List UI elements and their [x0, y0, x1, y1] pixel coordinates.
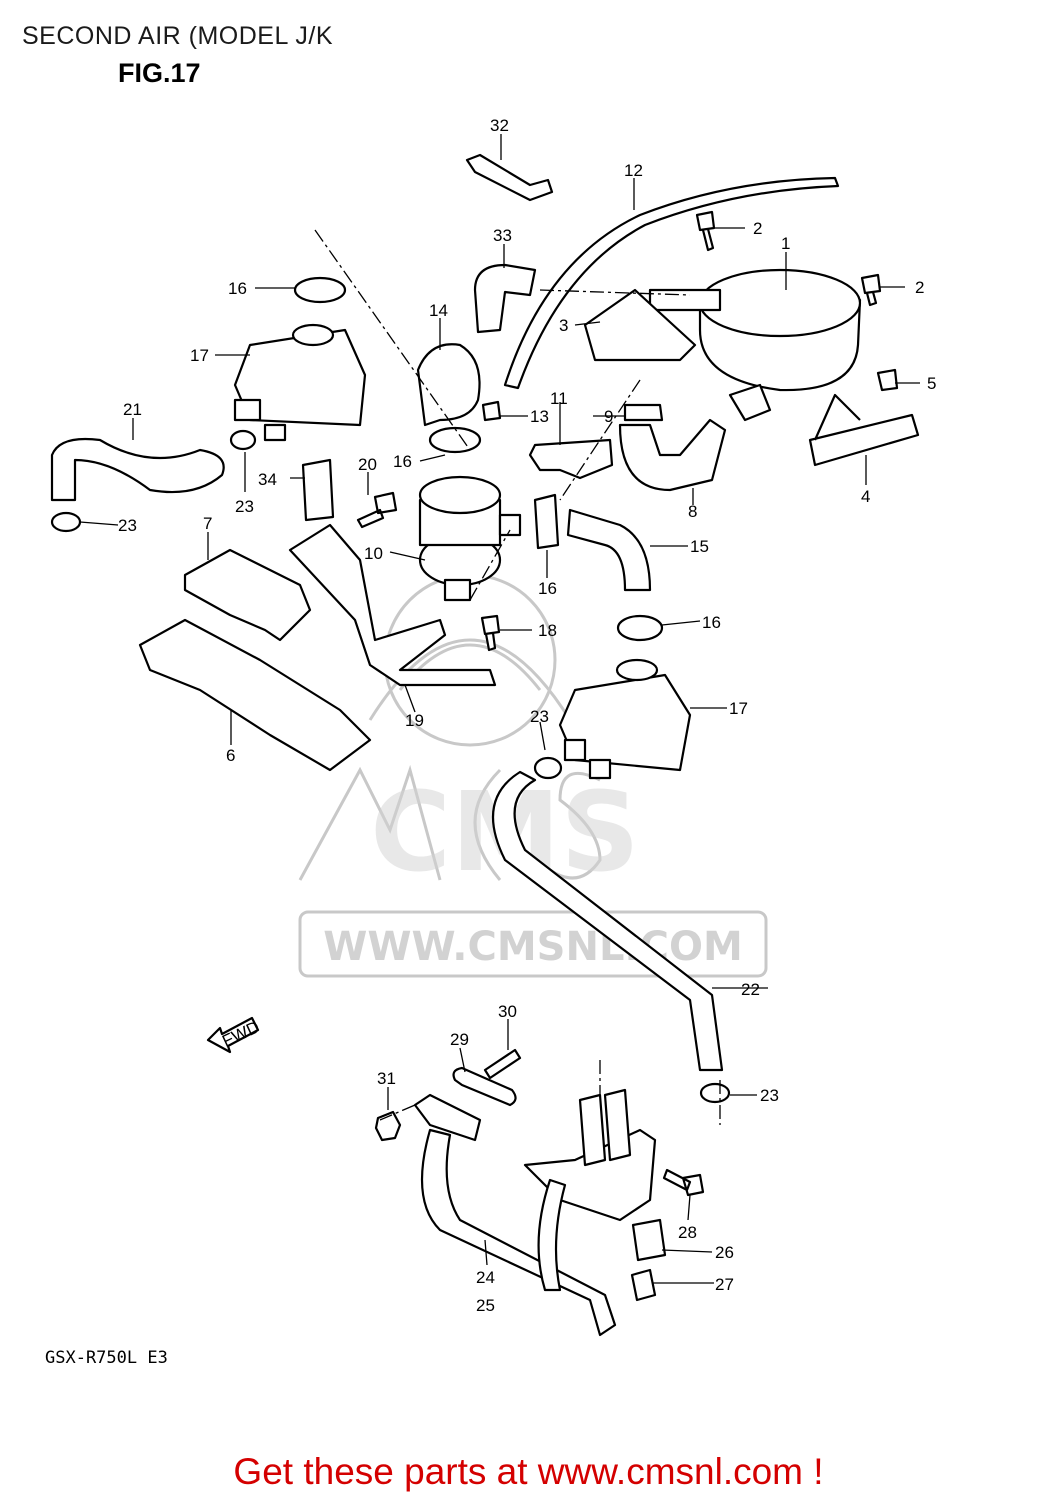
callout-26: 26 [715, 1243, 734, 1262]
callout-16: 16 [393, 452, 412, 471]
callout-3: 3 [559, 316, 568, 335]
part-10-control-valve [418, 475, 522, 602]
callout-labels: 32 12 2 33 1 2 16 3 14 17 5 11 21 9 13 1… [118, 116, 936, 1315]
fwd-label: FWD [219, 1017, 262, 1051]
buy-parts-link[interactable]: Get these parts at www.cmsnl.com ! [233, 1451, 824, 1492]
callout-24: 24 [476, 1268, 495, 1287]
part-15-hose [566, 508, 652, 592]
part-23-clamp-b [229, 429, 257, 451]
callout-34: 34 [258, 470, 277, 489]
part-2-bolt-b [860, 273, 882, 307]
part-2-bolt-a [695, 210, 716, 252]
part-33-elbow [473, 263, 537, 334]
part-16-clamp-a [293, 276, 347, 304]
callout-13: 13 [530, 407, 549, 426]
part-34-label [301, 458, 335, 522]
callout-23: 23 [760, 1086, 779, 1105]
part-16-clamp-c [616, 614, 664, 642]
callout-17: 17 [190, 346, 209, 365]
callout-29: 29 [450, 1030, 469, 1049]
callout-14: 14 [429, 301, 448, 320]
callout-23: 23 [530, 707, 549, 726]
part-19-bracket [288, 523, 497, 687]
watermark-url: WWW.CMSNL.COM [323, 924, 743, 970]
callout-1: 1 [781, 234, 790, 253]
fwd-arrow: FWD [206, 1016, 262, 1054]
callout-17: 17 [729, 699, 748, 718]
part-23-clamp-d [699, 1082, 731, 1104]
part-27-clip [630, 1268, 657, 1302]
callout-19: 19 [405, 711, 424, 730]
callout-12: 12 [624, 161, 643, 180]
part-4-bracket [808, 393, 920, 467]
callout-27: 27 [715, 1275, 734, 1294]
model-code: GSX-R750L E3 [45, 1348, 168, 1368]
part-12-hose [503, 176, 840, 390]
callout-8: 8 [688, 502, 697, 521]
callout-2: 2 [915, 278, 924, 297]
part-26-rubber [631, 1218, 667, 1262]
callout-9: 9 [604, 407, 613, 426]
part-28-bolt [662, 1168, 705, 1197]
part-16-clamp-b [428, 426, 482, 454]
part-6-mount [138, 618, 372, 772]
callout-20: 20 [358, 455, 377, 474]
callout-2: 2 [753, 219, 762, 238]
part-13-clamp [481, 400, 502, 422]
part-20-bolt [356, 491, 398, 529]
callout-30: 30 [498, 1002, 517, 1021]
part-17-valve-lower [558, 658, 692, 780]
part-23-clamp-c [533, 756, 563, 780]
callout-21: 21 [123, 400, 142, 419]
leader-lines [79, 134, 920, 1284]
callout-28: 28 [678, 1223, 697, 1242]
callout-16: 16 [228, 279, 247, 298]
callout-15: 15 [690, 537, 709, 556]
part-11-hose [528, 438, 614, 480]
callout-33: 33 [493, 226, 512, 245]
callout-23: 23 [235, 497, 254, 516]
part-32-bracket [465, 153, 554, 202]
part-9-clamp [623, 403, 664, 422]
part-3-plate [583, 288, 697, 362]
part-17-valve-upper [233, 323, 367, 442]
part-16-clamp-d [533, 493, 560, 550]
callout-4: 4 [861, 487, 870, 506]
part-7-mount [183, 548, 312, 642]
callout-10: 10 [364, 544, 383, 563]
callout-5: 5 [927, 374, 936, 393]
callout-23: 23 [118, 516, 137, 535]
part-5-bolt [876, 368, 899, 392]
part-18-bolt [480, 614, 501, 652]
part-22-hose [491, 770, 724, 1072]
part-29-gasket [452, 1066, 517, 1107]
part-8-hose [618, 418, 727, 492]
callout-16: 16 [702, 613, 721, 632]
callout-6: 6 [226, 746, 235, 765]
callout-32: 32 [490, 116, 509, 135]
callout-7: 7 [203, 514, 212, 533]
part-21-hose [50, 437, 225, 502]
part-1-reed-valve [648, 268, 862, 422]
callout-16: 16 [538, 579, 557, 598]
page-title: SECOND AIR (MODEL J/K [22, 22, 334, 50]
callout-31: 31 [377, 1069, 396, 1088]
callout-18: 18 [538, 621, 557, 640]
callout-11: 11 [550, 389, 568, 408]
part-30-stud [483, 1048, 522, 1080]
part-24-25-pipe [413, 1088, 657, 1337]
figure-number: FIG.17 [118, 58, 201, 88]
part-23-clamp-a [50, 511, 82, 533]
callout-25: 25 [476, 1296, 495, 1315]
part-14-elbow [416, 343, 481, 427]
callout-22: 22 [741, 980, 760, 999]
